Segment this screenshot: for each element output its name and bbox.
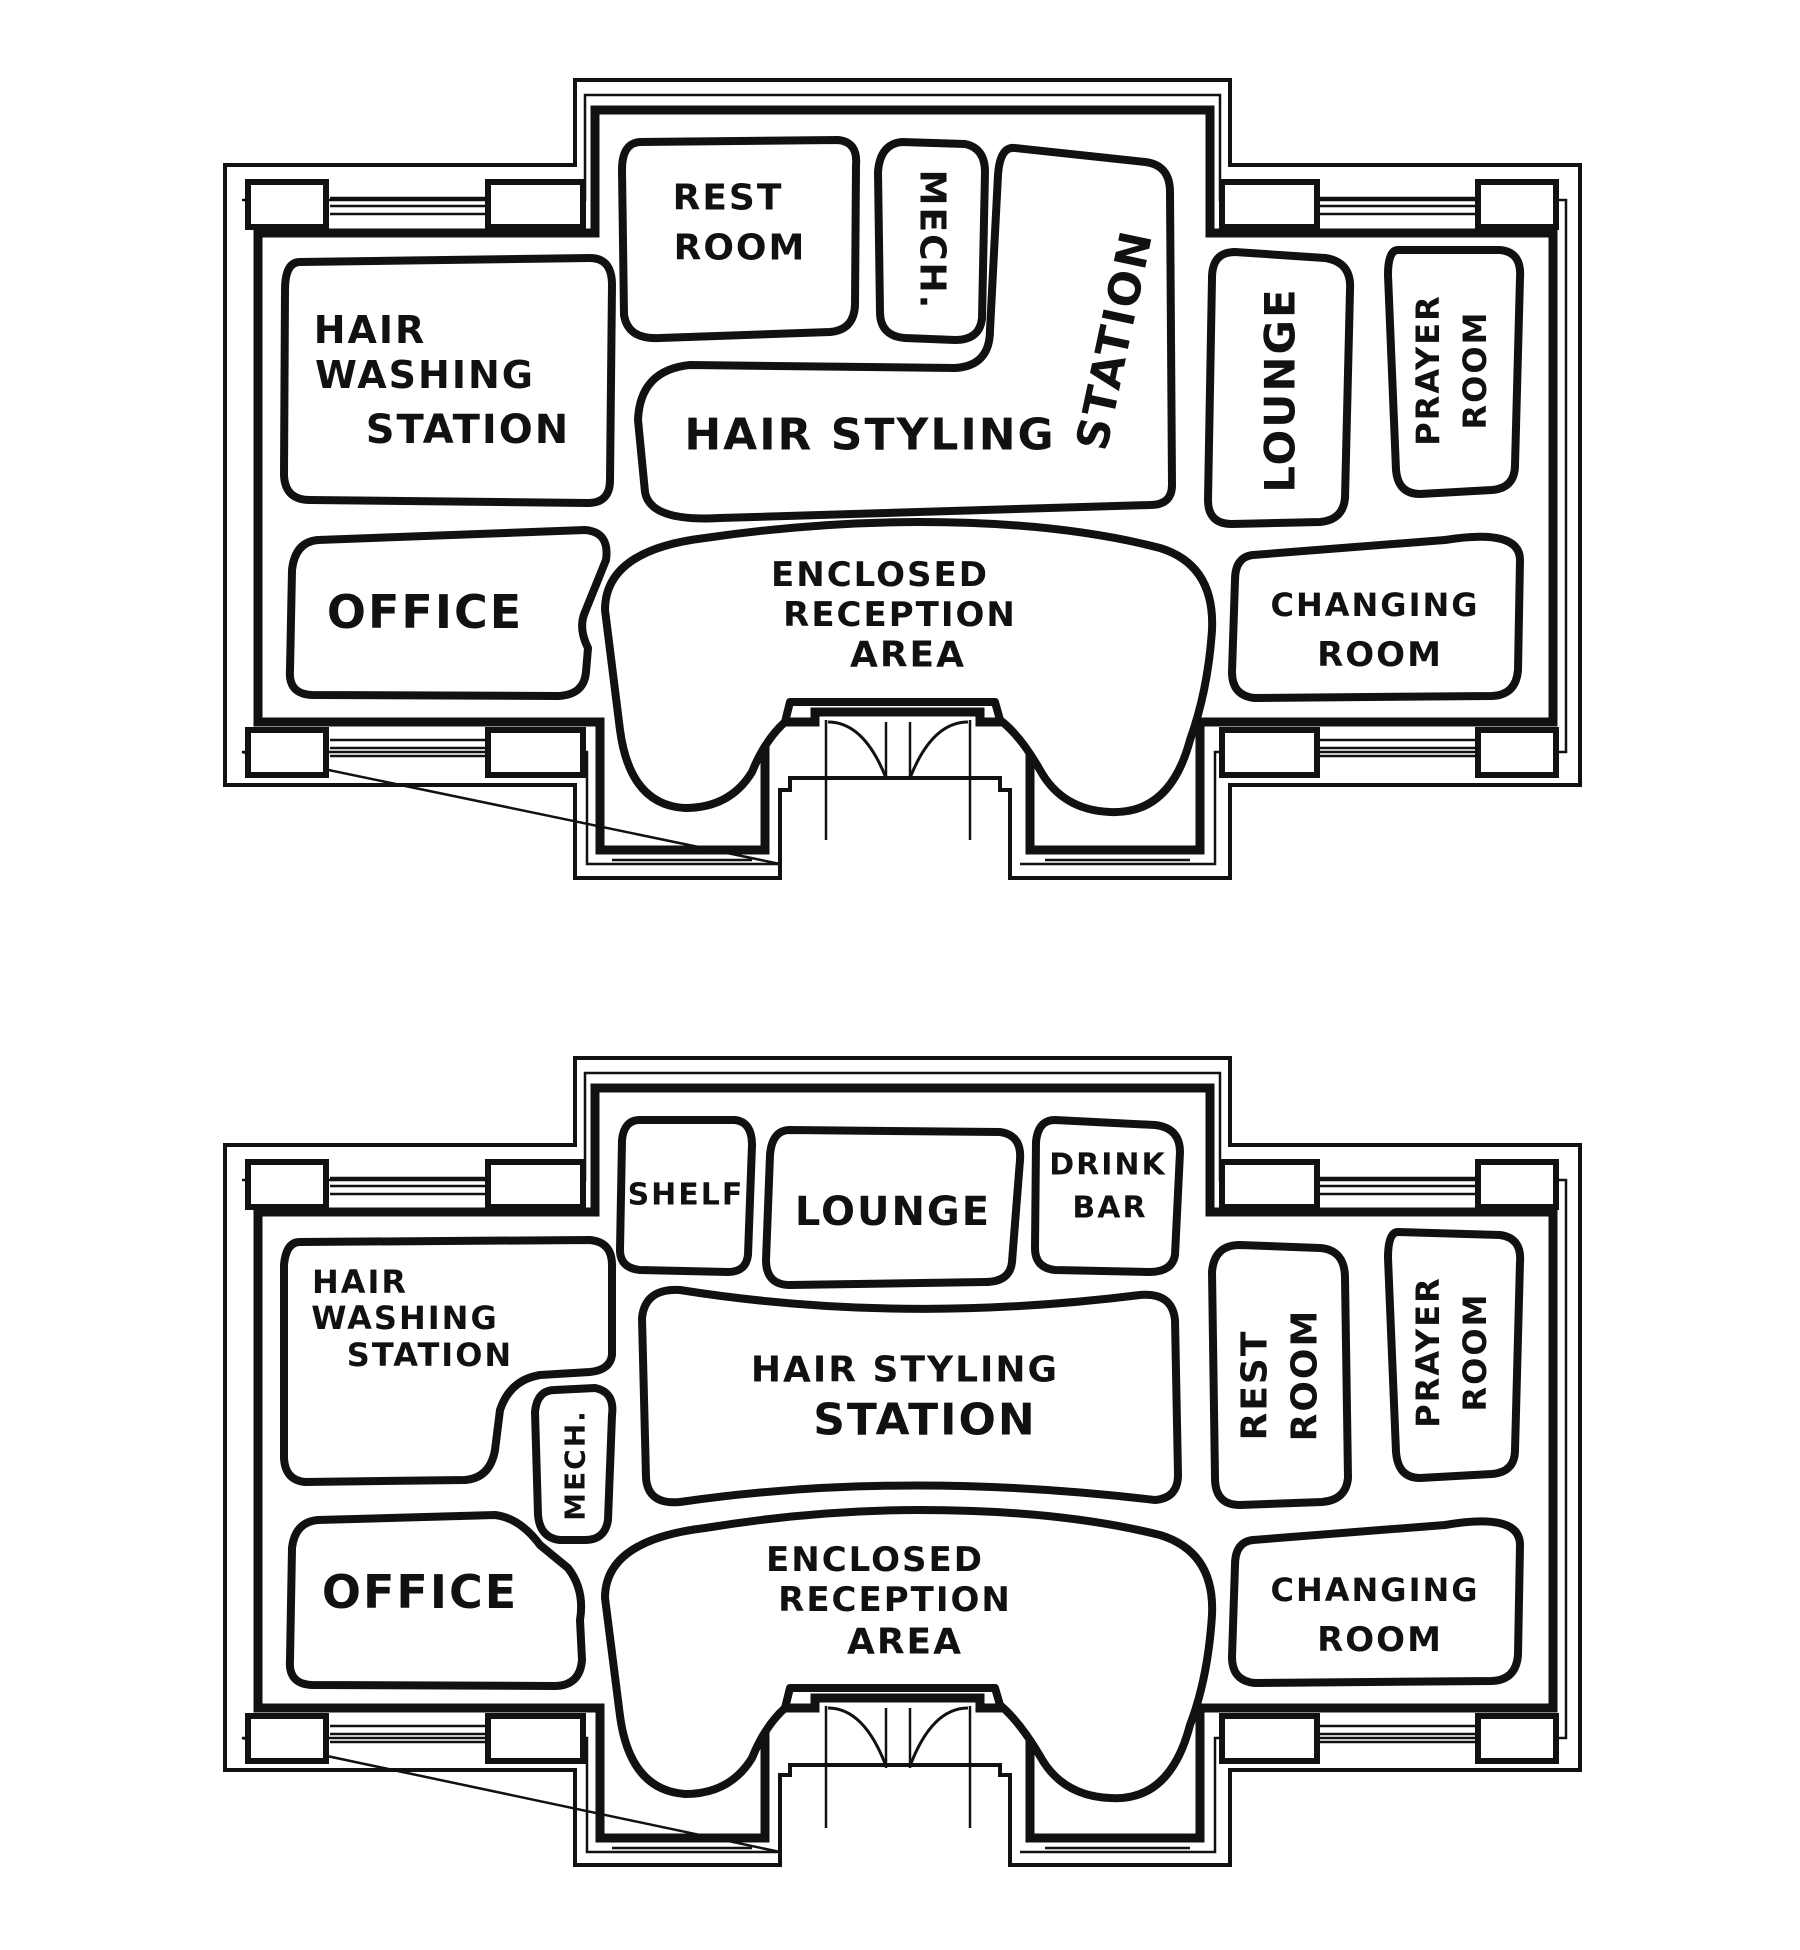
label-mech: MECH. bbox=[912, 170, 953, 311]
room-drink-bar[interactable] bbox=[1031, 1116, 1184, 1276]
window-bottom-right bbox=[1320, 1724, 1475, 1744]
pillar bbox=[1219, 1713, 1320, 1764]
pillar bbox=[1475, 179, 1559, 230]
label-hair-washing: STATION bbox=[366, 407, 571, 453]
room-reception[interactable] bbox=[601, 1506, 1217, 1803]
pillar bbox=[245, 179, 329, 230]
pillar bbox=[1219, 727, 1320, 778]
pillar bbox=[245, 1159, 329, 1210]
room-office[interactable] bbox=[285, 1511, 586, 1690]
room-rest-room[interactable] bbox=[1208, 1241, 1352, 1509]
pillar bbox=[485, 179, 586, 230]
floor-plan-2: SHELF LOUNGE DRINK BAR HAIR WASHING STAT… bbox=[223, 1056, 1582, 1867]
label-prayer-room: PRAYER bbox=[1409, 1276, 1447, 1427]
window-front-right bbox=[1045, 1838, 1190, 1850]
room-mech[interactable] bbox=[874, 138, 989, 344]
window-bottom-left bbox=[330, 1724, 485, 1744]
window-top-right bbox=[1320, 196, 1475, 216]
label-mech: MECH. bbox=[559, 1409, 592, 1521]
label-changing-room: ROOM bbox=[1317, 1620, 1443, 1660]
label-reception: RECEPTION bbox=[783, 595, 1017, 635]
room-shelf[interactable] bbox=[616, 1116, 756, 1276]
label-shelf: SHELF bbox=[628, 1178, 745, 1213]
pillar bbox=[1475, 1159, 1559, 1210]
room-rest-room[interactable] bbox=[618, 136, 861, 343]
label-reception: ENCLOSED bbox=[766, 1540, 984, 1580]
entrance-door[interactable] bbox=[824, 1706, 972, 1828]
room-office[interactable] bbox=[285, 526, 611, 700]
room-lounge[interactable] bbox=[762, 1126, 1025, 1289]
label-hair-styling: STATION bbox=[813, 1395, 1037, 1446]
label-hair-washing: HAIR bbox=[314, 308, 427, 352]
label-reception: ENCLOSED bbox=[771, 555, 989, 595]
label-office: OFFICE bbox=[322, 1565, 518, 1619]
window-top-left bbox=[330, 196, 485, 216]
wall-stripe bbox=[241, 93, 1568, 866]
label-lounge: LOUNGE bbox=[1256, 287, 1305, 492]
label-hair-washing: WASHING bbox=[311, 1299, 498, 1337]
label-hair-washing: WASHING bbox=[315, 353, 535, 397]
label-prayer-room: ROOM bbox=[1456, 311, 1494, 430]
label-office: OFFICE bbox=[327, 585, 523, 639]
label-hair-styling: HAIR STYLING bbox=[751, 1350, 1059, 1391]
window-front-right bbox=[1045, 850, 1190, 862]
room-hair-styling-station[interactable] bbox=[634, 143, 1176, 523]
window-top-right bbox=[1320, 1176, 1475, 1196]
room-lounge[interactable] bbox=[1204, 248, 1355, 528]
label-reception: AREA bbox=[850, 635, 966, 676]
label-lounge: LOUNGE bbox=[795, 1189, 991, 1235]
label-hair-washing: STATION bbox=[347, 1336, 513, 1374]
label-hair-styling: HAIR STYLING bbox=[684, 410, 1055, 461]
label-drink-bar: BAR bbox=[1072, 1191, 1147, 1226]
pillar bbox=[485, 1713, 586, 1764]
label-reception: AREA bbox=[847, 1622, 963, 1663]
label-rest-room: ROOM bbox=[674, 228, 807, 269]
room-hair-washing-station[interactable] bbox=[280, 254, 616, 507]
label-changing-room: CHANGING bbox=[1270, 586, 1479, 624]
wall-stripe bbox=[241, 1071, 1568, 1854]
label-drink-bar: DRINK bbox=[1049, 1148, 1167, 1183]
window-bottom-left bbox=[330, 738, 485, 758]
pillar bbox=[245, 1713, 329, 1764]
window-front-left bbox=[612, 1838, 752, 1850]
floor-plan-1: REST ROOM MECH. HAIR STYLING STATION HAI… bbox=[223, 78, 1582, 880]
window-front-left bbox=[612, 850, 752, 862]
window-top-left bbox=[330, 1176, 485, 1196]
room-prayer-room[interactable] bbox=[1384, 246, 1525, 498]
window-bottom-right bbox=[1320, 738, 1475, 758]
pillar bbox=[1219, 179, 1320, 230]
label-rest-room: REST bbox=[1235, 1330, 1276, 1441]
pillar bbox=[1219, 1159, 1320, 1210]
label-rest-room: REST bbox=[673, 178, 784, 219]
pillar bbox=[1475, 727, 1559, 778]
label-changing-room: ROOM bbox=[1317, 635, 1443, 675]
exterior-wall bbox=[223, 78, 1582, 880]
label-prayer-room: PRAYER bbox=[1409, 294, 1447, 445]
pillar bbox=[485, 727, 586, 778]
label-rest-room: ROOM bbox=[1285, 1309, 1326, 1442]
label-changing-room: CHANGING bbox=[1270, 1571, 1479, 1609]
room-changing-room[interactable] bbox=[1228, 1517, 1524, 1687]
label-prayer-room: ROOM bbox=[1456, 1293, 1494, 1412]
entrance-door[interactable] bbox=[824, 720, 972, 840]
room-hair-washing-station[interactable] bbox=[280, 1236, 616, 1486]
room-prayer-room[interactable] bbox=[1384, 1228, 1525, 1482]
room-mech[interactable] bbox=[531, 1384, 617, 1544]
label-hair-washing: HAIR bbox=[312, 1263, 408, 1301]
pillar bbox=[245, 727, 329, 778]
pillar bbox=[1475, 1713, 1559, 1764]
exterior-wall bbox=[223, 1056, 1582, 1867]
label-reception: RECEPTION bbox=[778, 1580, 1012, 1620]
room-reception[interactable] bbox=[601, 518, 1217, 817]
pillar bbox=[485, 1159, 586, 1210]
room-changing-room[interactable] bbox=[1228, 532, 1524, 702]
room-hair-styling-station[interactable] bbox=[638, 1285, 1182, 1507]
